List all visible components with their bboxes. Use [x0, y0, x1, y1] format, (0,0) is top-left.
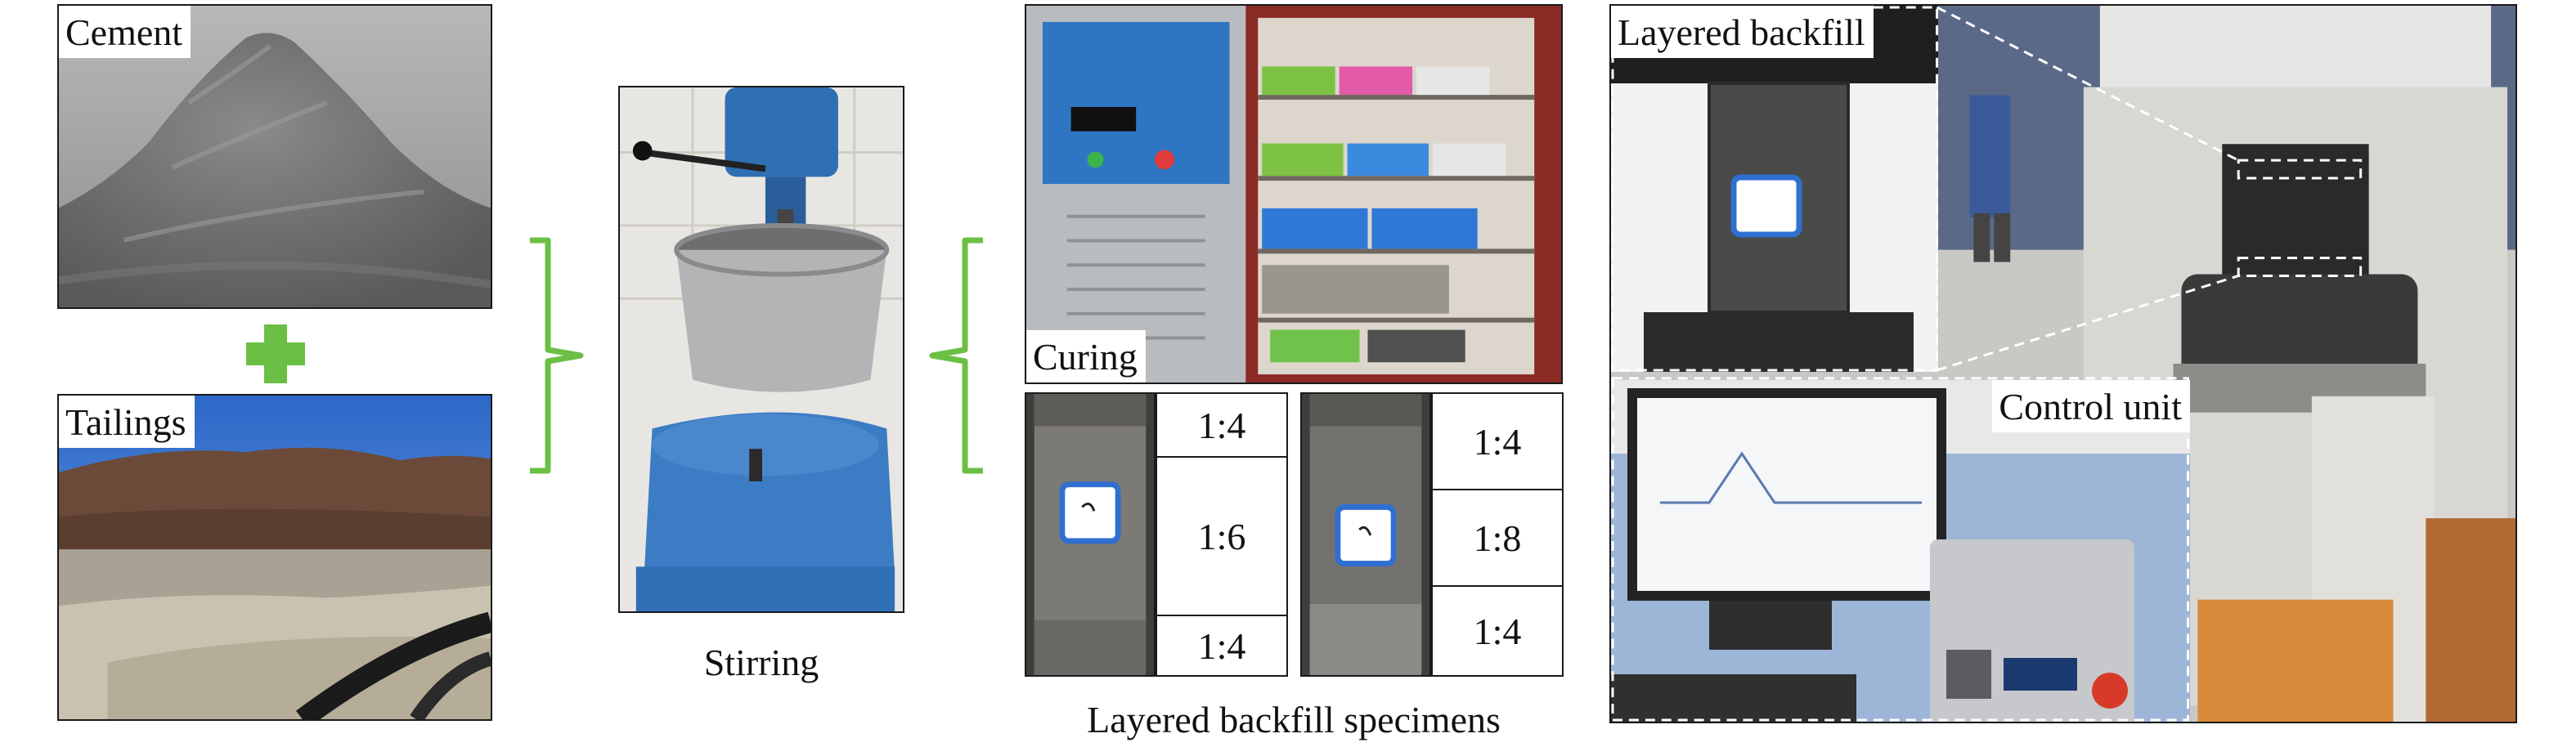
bracket-icon — [530, 237, 584, 474]
plus-icon — [246, 324, 305, 383]
control-unit-inset: Control unit — [1611, 380, 2190, 722]
stirring-photo — [618, 86, 904, 613]
tailings-pond-image — [59, 396, 491, 719]
control-unit-label: Control unit — [1992, 380, 2190, 432]
specimen-a-photo — [1025, 392, 1156, 677]
stirring-caption: Stirring — [703, 642, 819, 683]
cement-pile-image — [59, 6, 491, 307]
tailings-photo: Tailings — [57, 394, 492, 721]
layered-backfill-label: Layered backfill — [1611, 6, 1874, 58]
curing-label: Curing — [1026, 330, 1146, 382]
specimen-b-image — [1302, 394, 1429, 675]
specimen-a-ratio-middle: 1:6 — [1156, 456, 1288, 616]
specimen-a-ratio-top: 1:4 — [1156, 392, 1288, 458]
mixer-image — [620, 87, 903, 611]
layered-backfill-inset: Layered backfill — [1611, 6, 1938, 372]
specimen-b-ratio-top: 1:4 — [1431, 392, 1564, 490]
curing-photo: Curing — [1025, 4, 1563, 384]
bracket-icon — [929, 237, 983, 474]
specimen-a-image — [1026, 394, 1154, 675]
specimen-b-ratio-middle: 1:8 — [1431, 489, 1564, 587]
specimen-b-ratio-bottom: 1:4 — [1431, 585, 1564, 677]
tailings-label: Tailings — [59, 396, 195, 448]
specimen-a-ratio-bottom: 1:4 — [1156, 615, 1288, 677]
layered-specimens-caption: Layered backfill specimens — [1087, 699, 1501, 740]
specimen-under-load-image — [1611, 6, 1938, 372]
cement-photo: Cement — [57, 4, 492, 309]
testing-machine-photo: Layered backfill Control unit — [1609, 4, 2517, 723]
curing-cabinet-image — [1026, 6, 1561, 382]
specimen-b-photo — [1300, 392, 1431, 677]
cement-label: Cement — [59, 6, 191, 58]
